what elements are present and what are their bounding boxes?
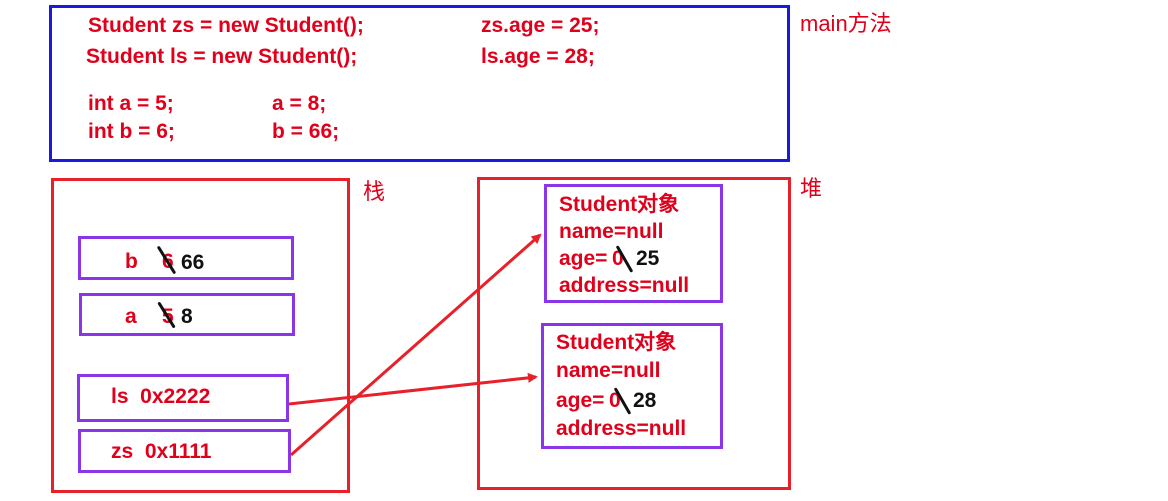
code-line-2-right: ls.age = 28; <box>481 45 595 68</box>
stack-cell-a-name: a <box>125 305 137 328</box>
code-line-3-left: int a = 5; <box>88 92 174 115</box>
stack-region <box>51 178 350 493</box>
heap-label: 堆 <box>800 176 823 201</box>
stack-label: 栈 <box>363 179 386 204</box>
arrow-zs-to-object-1 <box>290 233 542 457</box>
heap-object-2 <box>541 323 723 449</box>
stack-cell-b-new-value: 66 <box>181 251 205 274</box>
stack-cell-b-name: b <box>125 250 138 273</box>
code-line-4-left: int b = 6; <box>88 120 175 143</box>
heap-object-1 <box>544 184 723 303</box>
heap-object-2-title: Student对象 <box>556 331 677 354</box>
heap-object-2-address: address=null <box>556 417 687 440</box>
code-line-1-left: Student zs = new Student(); <box>88 14 364 37</box>
code-line-4-right: b = 66; <box>272 120 340 143</box>
stack-cell-a <box>79 293 295 336</box>
main-method-label: main方法 <box>800 11 892 36</box>
heap-region <box>477 177 791 490</box>
heap-object-1-age-prefix: age= <box>559 247 608 270</box>
main-method-box <box>49 5 790 162</box>
code-line-1-right: zs.age = 25; <box>481 14 600 37</box>
stack-cell-b <box>78 236 294 280</box>
arrow-ls-to-object-2 <box>288 372 538 406</box>
stack-cell-a-new-value: 8 <box>181 305 193 328</box>
heap-object-2-age-prefix: age= <box>556 389 605 412</box>
heap-object-2-age-new: 28 <box>633 389 657 412</box>
stack-cell-ls-text: ls 0x2222 <box>111 385 211 408</box>
heap-object-2-age-old: 0 <box>609 389 621 412</box>
heap-object-1-age-old: 0 <box>612 247 624 270</box>
stack-cell-ls <box>77 374 289 422</box>
heap-object-1-name: name=null <box>559 220 664 243</box>
heap-object-2-name: name=null <box>556 359 661 382</box>
code-line-3-right: a = 8; <box>272 92 327 115</box>
heap-object-1-title: Student对象 <box>559 193 680 216</box>
code-line-2-left: Student ls = new Student(); <box>86 45 358 68</box>
stack-cell-zs-text: zs 0x1111 <box>111 440 212 463</box>
stack-cell-zs <box>78 429 291 473</box>
heap-object-1-age-new: 25 <box>636 247 660 270</box>
heap-object-1-address: address=null <box>559 274 690 297</box>
